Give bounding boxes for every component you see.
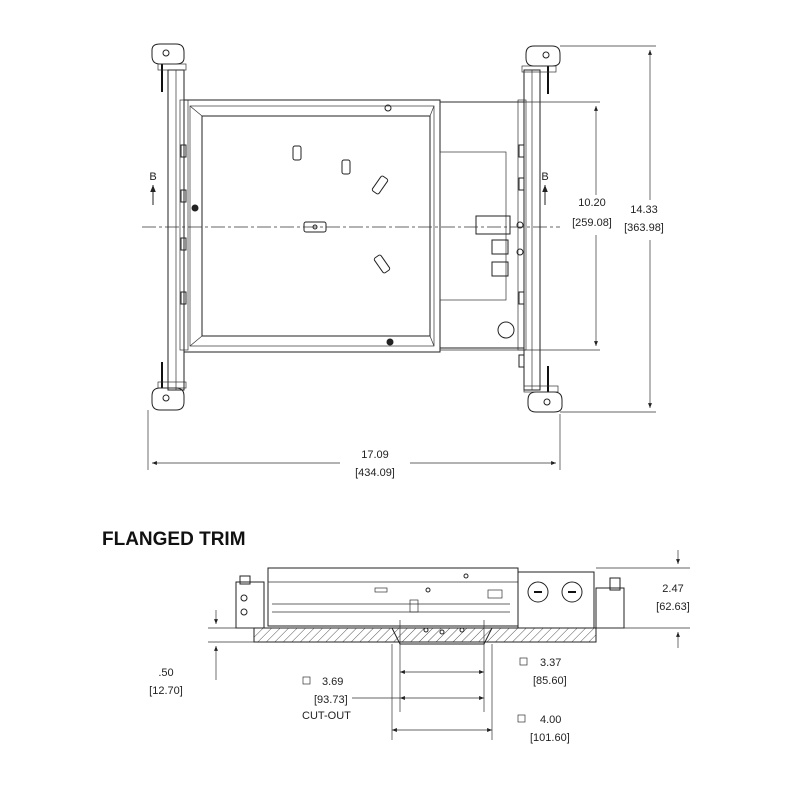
dim-flange-mm: [12.70] bbox=[149, 685, 183, 697]
section-mark-left: B bbox=[149, 171, 156, 183]
ceiling-flange bbox=[253, 627, 597, 643]
dimension-flange: .50 [12.70] bbox=[149, 610, 254, 697]
bar-hanger-clip-bottom-right bbox=[523, 366, 563, 413]
housing-body-side bbox=[267, 567, 519, 627]
dim-height-inner-mm: [259.08] bbox=[572, 217, 612, 229]
section-mark-right: B bbox=[541, 171, 548, 183]
bar-hanger-clip-bottom-left bbox=[151, 362, 187, 411]
dimension-cutout: 3.69 [93.73] CUT-OUT bbox=[302, 676, 484, 722]
dim-width-label: 17.09 bbox=[361, 449, 389, 461]
dimension-width: 17.09 [434.09] bbox=[147, 410, 561, 479]
trim-aperture bbox=[391, 620, 493, 645]
dim-height-outer-mm: [363.98] bbox=[624, 222, 664, 234]
top-view: B B 10.20 [259.08] 14.33 [363.98] bbox=[142, 43, 664, 479]
side-bracket-left bbox=[235, 575, 265, 629]
junction-box bbox=[439, 101, 525, 349]
dim-height-inner-label: 10.20 bbox=[578, 197, 606, 209]
dimension-height-inner: 10.20 [259.08] bbox=[440, 101, 612, 351]
dimension-side-height: 2.47 [62.63] bbox=[596, 550, 690, 648]
cutout-label: CUT-OUT bbox=[302, 710, 351, 722]
dim-height-outer-label: 14.33 bbox=[630, 204, 658, 216]
housing-frame bbox=[183, 99, 441, 353]
bar-hanger-clip-top-right bbox=[521, 45, 561, 94]
dim-cutout-label: 3.69 bbox=[322, 676, 343, 688]
mounting-slots bbox=[292, 145, 391, 274]
dim-inner-aperture-mm: [85.60] bbox=[533, 675, 567, 687]
section-arrow-left: B bbox=[149, 171, 157, 205]
dim-flange-label: .50 bbox=[158, 667, 173, 679]
left-mounting-rail bbox=[167, 69, 189, 391]
dim-cutout-mm: [93.73] bbox=[314, 694, 348, 706]
dim-side-height-mm: [62.63] bbox=[656, 601, 690, 613]
dim-inner-aperture-label: 3.37 bbox=[540, 657, 561, 669]
bar-hanger-clip-top-left bbox=[151, 43, 187, 92]
section-arrow-right: B bbox=[541, 171, 549, 205]
dim-outer-aperture-mm: [101.60] bbox=[530, 732, 570, 744]
dim-side-height-label: 2.47 bbox=[662, 583, 683, 595]
side-junction-box bbox=[517, 571, 625, 629]
dimension-inner-aperture: 3.37 [85.60] bbox=[400, 657, 567, 687]
dimension-height-outer: 14.33 [363.98] bbox=[560, 45, 664, 413]
side-view: 2.47 [62.63] .50 [12.70] 3.37 [85.60] bbox=[149, 550, 690, 744]
right-mounting-rail bbox=[517, 69, 541, 391]
dim-width-mm: [434.09] bbox=[355, 467, 395, 479]
dim-outer-aperture-label: 4.00 bbox=[540, 714, 561, 726]
dimension-outer-aperture: 4.00 [101.60] bbox=[392, 714, 570, 744]
flanged-trim-title: FLANGED TRIM bbox=[102, 529, 246, 550]
